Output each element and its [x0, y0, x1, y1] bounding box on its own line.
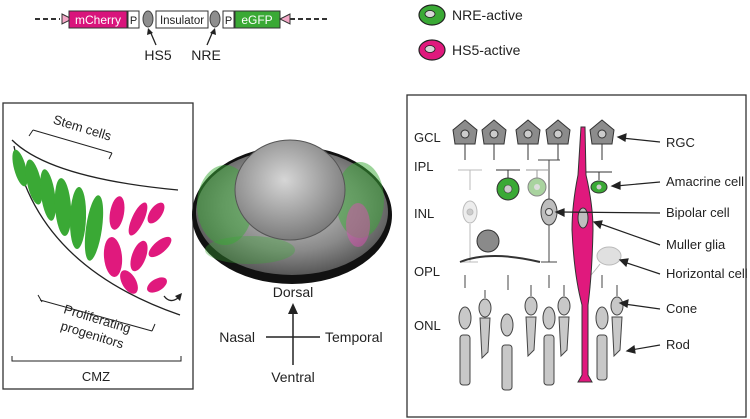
cell-label-muller: Muller glia [666, 237, 726, 252]
layer-label-onl: ONL [414, 318, 441, 333]
progenitor-cluster [103, 196, 172, 294]
cell-label-horizontal: Horizontal cell [666, 266, 748, 281]
mcherry-label: mCherry [75, 13, 121, 27]
legend-hs5-swatch [418, 39, 446, 61]
layer-label-ipl: IPL [414, 159, 434, 174]
cell-label-arrows [554, 133, 661, 354]
promoter-left-box [127, 10, 140, 29]
mcherry-box [68, 10, 128, 29]
legend-hs5-label: HS5-active [452, 42, 521, 58]
stem-cell-cluster [12, 149, 104, 261]
bipolar-gray [538, 159, 560, 263]
rgc-row [452, 119, 615, 160]
cell-label-amacrine: Amacrine cell [666, 174, 744, 189]
promoter-left-label: P [130, 15, 137, 27]
compass-temporal: Temporal [325, 329, 383, 345]
retina-panel: GCL IPL INL OPL ONL [406, 94, 748, 418]
cell-label-rod: Rod [666, 337, 690, 352]
hs5-element [142, 10, 154, 28]
compass: Dorsal Ventral Nasal Temporal [219, 284, 382, 385]
cmz-label: CMZ [82, 369, 110, 384]
legend: NRE-active HS5-active [418, 4, 523, 61]
amacrine-green [496, 169, 612, 201]
cell-label-rgc: RGC [666, 135, 695, 150]
promoter-right-box [222, 10, 235, 29]
layer-label-gcl: GCL [414, 130, 441, 145]
legend-nre-label: NRE-active [452, 7, 523, 23]
nre-element [209, 10, 221, 28]
cell-label-cone: Cone [666, 301, 697, 316]
horizontal-cell-dark [459, 229, 541, 263]
compass-ventral: Ventral [271, 369, 315, 385]
compass-nasal: Nasal [219, 329, 255, 345]
egfp-label: eGFP [241, 13, 272, 27]
promoter-right-label: P [225, 15, 232, 27]
cmz-panel: Stem cells Proliferating progenitors CMZ [2, 102, 194, 390]
eye-micrograph [192, 139, 392, 284]
legend-nre-swatch [418, 4, 446, 26]
nre-label: NRE [191, 47, 221, 63]
layer-label-opl: OPL [414, 264, 440, 279]
hs5-label: HS5 [144, 47, 171, 63]
lens [234, 139, 346, 241]
photoreceptor-layer [458, 275, 624, 391]
insulator-label: Insulator [160, 15, 204, 27]
bipolar-faded [458, 169, 482, 263]
construct-diagram: mCherry P Insulator P eGFP HS5 NRE [35, 10, 330, 63]
compass-dorsal: Dorsal [273, 284, 313, 300]
layer-label-inl: INL [414, 206, 434, 221]
insulator-box [155, 10, 209, 29]
cell-label-bipolar: Bipolar cell [666, 205, 730, 220]
